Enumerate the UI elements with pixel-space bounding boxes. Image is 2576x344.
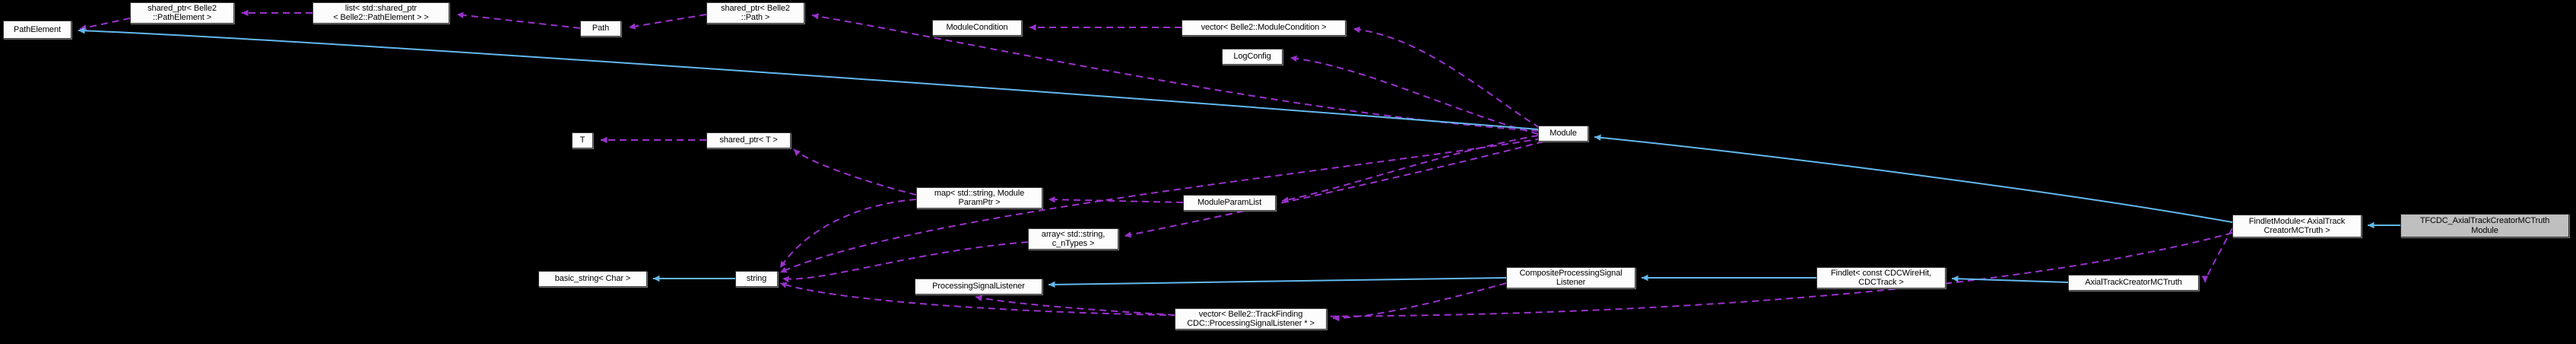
node-path[interactable]: Path <box>580 21 621 37</box>
node-sp_t[interactable]: shared_ptr< T > <box>706 132 791 148</box>
node-list_sp_pathelem[interactable]: list< std::shared_ptr < Belle2::PathElem… <box>312 2 449 24</box>
node-module[interactable]: Module <box>1538 126 1588 142</box>
node-vec_modulecond[interactable]: vector< Belle2::ModuleCondition > <box>1182 20 1346 36</box>
node-label-vec_psl_ptr: vector< Belle2::TrackFinding CDC::Proces… <box>1187 309 1315 329</box>
node-tfcdc_module[interactable]: TFCDC_AxialTrackCreatorMCTruth Module <box>2400 214 2569 237</box>
edge-findlet-axial-to-string <box>779 232 2233 317</box>
edge-module-to-sp-path <box>811 13 1539 132</box>
edge-module-to-logconfig <box>1290 55 1539 135</box>
node-findlet_cdcwirehit[interactable]: Findlet< const CDCWireHit, CDCTrack > <box>1816 267 1946 288</box>
node-label-t: T <box>579 135 585 145</box>
edge-module-to-string <box>779 138 1543 273</box>
node-label-tfcdc_module: TFCDC_AxialTrackCreatorMCTruth Module <box>2419 216 2550 235</box>
node-t[interactable]: T <box>572 132 593 148</box>
edge-map-to-sp-t <box>793 148 917 196</box>
node-label-sp_t: shared_ptr< T > <box>719 135 778 145</box>
usage-edges <box>79 9 2233 322</box>
edge-findlet-axial-to-axialcreator <box>2201 228 2233 283</box>
node-label-list_sp_pathelem: list< std::shared_ptr < Belle2::PathElem… <box>333 3 429 23</box>
edge-module-to-array <box>1124 141 1544 238</box>
node-psl[interactable]: ProcessingSignalListener <box>915 279 1042 295</box>
node-label-composite_psl: CompositeProcessingSignal Listener <box>1519 268 1623 288</box>
node-label-path: Path <box>592 24 610 33</box>
node-array_str_ntypes[interactable]: array< std::string, c_nTypes > <box>1028 228 1118 250</box>
node-axialcreatormc[interactable]: AxialTrackCreatorMCTruth <box>2068 275 2199 291</box>
node-label-logconfig: LogConfig <box>1233 52 1271 62</box>
edge-composite-inherits-psl <box>1048 277 1507 288</box>
edge-axialcreator-inherits-findlet <box>1951 276 2069 283</box>
node-label-pathelement: PathElement <box>14 24 61 34</box>
inheritance-edges <box>78 27 2400 288</box>
edge-map-to-string <box>779 199 917 269</box>
node-label-moduleparamlist: ModuleParamList <box>1197 198 1262 208</box>
edge-array-to-string <box>782 241 1029 283</box>
edge-vecpsl-to-psl <box>975 295 1175 316</box>
node-label-map_str_modparam: map< std::string, Module ParamPtr > <box>934 188 1025 208</box>
node-label-findlet_axial: FindletModule< AxialTrack CreatorMCTruth… <box>2248 216 2346 236</box>
node-label-sp_path: shared_ptr< Belle2 ::Path > <box>721 3 790 23</box>
node-label-vec_modulecond: vector< Belle2::ModuleCondition > <box>1201 23 1327 33</box>
node-map_str_modparam[interactable]: map< std::string, Module ParamPtr > <box>916 187 1042 209</box>
node-moduleparamlist[interactable]: ModuleParamList <box>1183 195 1276 211</box>
node-label-basic_string: basic_string< Char > <box>554 274 631 284</box>
node-label-module: Module <box>1550 129 1577 139</box>
node-basic_string[interactable]: basic_string< Char > <box>538 271 647 287</box>
node-string[interactable]: string <box>735 271 778 287</box>
edge-module-inherits-pathelement <box>78 27 1539 130</box>
node-modulecondition[interactable]: ModuleCondition <box>932 20 1022 36</box>
edge-sp-path-to-path <box>628 14 707 30</box>
node-vec_psl_ptr[interactable]: vector< Belle2::TrackFinding CDC::Proces… <box>1175 308 1327 330</box>
node-sp_path[interactable]: shared_ptr< Belle2 ::Path > <box>706 2 804 24</box>
node-label-psl: ProcessingSignalListener <box>932 282 1025 291</box>
node-pathelement[interactable]: PathElement <box>3 21 71 39</box>
node-label-array_str_ntypes: array< std::string, c_nTypes > <box>1041 229 1106 249</box>
edge-modparamlist-to-map <box>1048 196 1184 203</box>
edge-path-to-list <box>456 11 581 29</box>
node-logconfig[interactable]: LogConfig <box>1222 49 1283 65</box>
node-label-modulecondition: ModuleCondition <box>946 23 1008 33</box>
edge-module-to-modparamlist <box>1281 135 1539 203</box>
node-label-sp_pathelement: shared_ptr< Belle2 ::PathElement > <box>148 3 217 23</box>
node-label-string: string <box>746 274 767 284</box>
edge-module-to-vec-modcond <box>1353 26 1540 129</box>
node-composite_psl[interactable]: CompositeProcessingSignal Listener <box>1506 267 1635 288</box>
node-findlet_axial[interactable]: FindletModule< AxialTrack CreatorMCTruth… <box>2232 215 2362 237</box>
node-label-axialcreatormc: AxialTrackCreatorMCTruth <box>2085 278 2182 288</box>
edge-findlet-axial-inherits-module <box>1594 134 2233 223</box>
node-sp_pathelement[interactable]: shared_ptr< Belle2 ::PathElement > <box>130 2 234 24</box>
node-label-findlet_cdcwirehit: Findlet< const CDCWireHit, CDCTrack > <box>1830 268 1932 288</box>
edge-sp-pathelement-to-pathelement <box>79 18 131 31</box>
edge-composite-to-vecpsl <box>1332 282 1507 322</box>
